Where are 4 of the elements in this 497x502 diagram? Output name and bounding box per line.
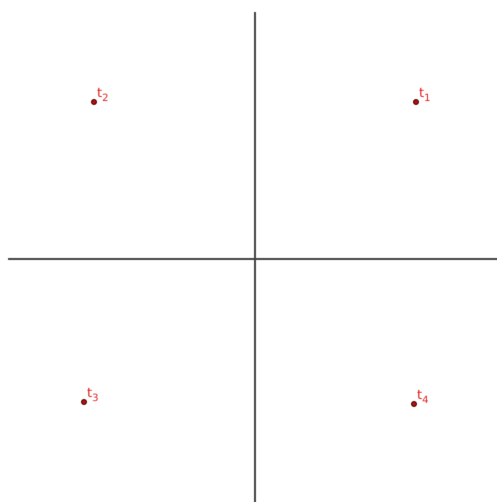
point-label: t$_{1}$ [419,86,430,106]
point-label: t$_{2}$ [97,86,108,106]
point-label: t$_{4}$ [417,388,428,408]
point-label: t$_{3}$ [87,386,98,406]
